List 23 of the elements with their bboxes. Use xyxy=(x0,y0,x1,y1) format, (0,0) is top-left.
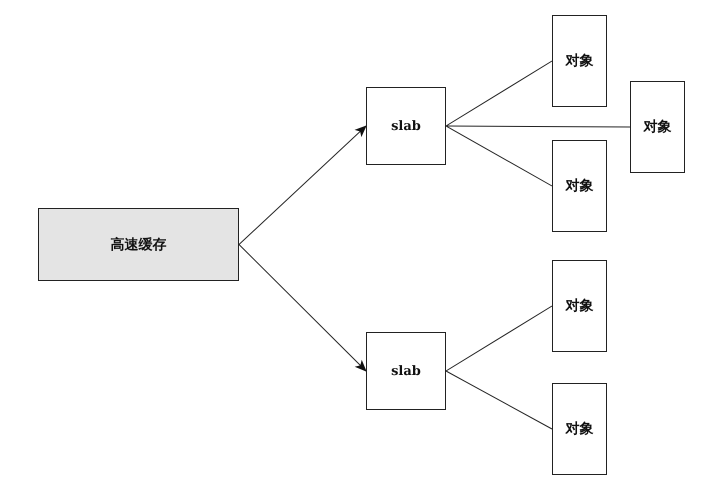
node-box xyxy=(552,15,607,107)
node-box xyxy=(552,260,607,352)
node-label: 对象 xyxy=(566,297,594,315)
node-label: slab xyxy=(391,364,421,378)
connector-line xyxy=(446,126,552,186)
node-label: slab xyxy=(391,118,421,134)
node-label: 对象 xyxy=(566,52,594,70)
node-label: 对象 xyxy=(566,177,594,195)
node-box xyxy=(366,332,446,410)
node-label: 对象 xyxy=(644,118,672,136)
arrow xyxy=(238,244,367,372)
node-box xyxy=(552,140,607,232)
cache-box xyxy=(38,208,239,281)
node-box xyxy=(630,81,685,173)
node-box xyxy=(366,87,446,165)
node-box xyxy=(552,383,607,475)
node-label: 高速缓存 xyxy=(110,236,166,254)
arrow xyxy=(238,125,367,245)
node-label: 对象 xyxy=(566,420,594,438)
connector-line xyxy=(446,306,552,372)
connector-line xyxy=(446,60,552,126)
connector-line xyxy=(446,126,630,128)
connector-line xyxy=(446,370,552,430)
